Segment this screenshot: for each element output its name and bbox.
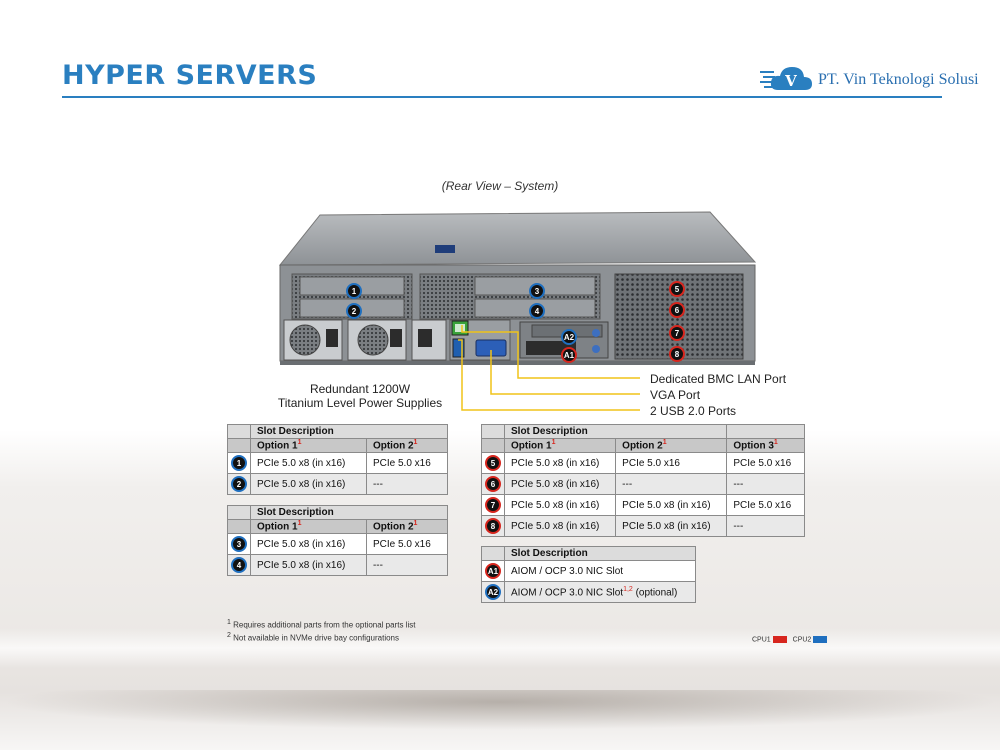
- slot-marker-8: 8: [669, 344, 685, 362]
- slot-table-1-2: Slot Description Option 11 Option 21 1 P…: [227, 424, 449, 495]
- table-row: A2 AIOM / OCP 3.0 NIC Slot1,2 (optional): [481, 581, 696, 603]
- title-underline: [62, 96, 942, 98]
- table-row: 2 PCIe 5.0 x8 (in x16)---: [227, 473, 449, 495]
- table-row: 7 PCIe 5.0 x8 (in x16)PCIe 5.0 x8 (in x1…: [481, 494, 805, 516]
- slot-marker-6: 6: [669, 300, 685, 318]
- slot-marker-1: 1: [346, 281, 362, 299]
- option3-header: Option 31: [726, 438, 805, 453]
- option2-header: Option 21: [365, 438, 449, 453]
- table-row: 1 PCIe 5.0 x8 (in x16)PCIe 5.0 x16: [227, 452, 449, 474]
- slot-marker-a1: A1: [561, 345, 577, 363]
- company-logo: V PT. Vin Teknologi Solusi: [760, 62, 990, 96]
- page-title: HYPER SERVERS: [62, 60, 318, 91]
- table-row: 8 PCIe 5.0 x8 (in x16)PCIe 5.0 x8 (in x1…: [481, 515, 805, 537]
- logo-letter: V: [784, 72, 797, 90]
- slot-table-3-4: Slot Description Option 11 Option 21 3 P…: [227, 505, 449, 576]
- slot-marker-5: 5: [669, 279, 685, 297]
- slot-table-5-8: Slot Description Option 11 Option 21 Opt…: [481, 424, 805, 537]
- legend-cpu2-swatch: [813, 636, 828, 643]
- option1-header: Option 11: [250, 438, 367, 453]
- cpu-legend: CPU1 CPU2: [752, 636, 831, 643]
- table-row: 4 PCIe 5.0 x8 (in x16)---: [227, 554, 449, 576]
- slot-marker-a2: A2: [561, 327, 577, 345]
- table-header: Slot Description: [250, 424, 448, 439]
- table-header: Slot Description: [504, 546, 696, 561]
- option1-header: Option 11: [250, 519, 367, 534]
- figure-caption: (Rear View – System): [441, 179, 559, 193]
- table-row: 6 PCIe 5.0 x8 (in x16)------: [481, 473, 805, 495]
- background-shadow: [0, 690, 1000, 730]
- option1-header: Option 11: [503, 438, 617, 453]
- slot-marker-4: 4: [529, 301, 545, 319]
- background-wave: [0, 628, 1000, 668]
- callout-usb: 2 USB 2.0 Ports: [650, 404, 737, 418]
- company-name: PT. Vin Teknologi Solusi: [818, 71, 979, 88]
- callout-vga: VGA Port: [650, 388, 701, 402]
- psu-label-line2: Titanium Level Power Supplies: [277, 396, 443, 410]
- callout-bmc-lan: Dedicated BMC LAN Port: [650, 372, 787, 386]
- legend-cpu1-swatch: [772, 636, 787, 643]
- psu-label-line1: Redundant 1200W: [309, 382, 411, 396]
- legend-cpu2-label: CPU2: [792, 636, 812, 644]
- table-header: Slot Description: [503, 424, 728, 439]
- option2-header: Option 21: [615, 438, 728, 453]
- table-header: Slot Description: [250, 505, 448, 520]
- server-rear-view-image: [278, 211, 757, 365]
- option2-header: Option 21: [365, 519, 449, 534]
- legend-cpu1-label: CPU1: [752, 636, 771, 644]
- footnote-1: 1 Requires additional parts from the opt…: [227, 619, 416, 630]
- slot-marker-3: 3: [529, 281, 545, 299]
- table-row: A1 AIOM / OCP 3.0 NIC Slot: [481, 560, 696, 582]
- slot-table-aiom: Slot Description A1 AIOM / OCP 3.0 NIC S…: [481, 546, 696, 603]
- table-row: 3 PCIe 5.0 x8 (in x16)PCIe 5.0 x16: [227, 533, 449, 555]
- psu-label: Redundant 1200W Titanium Level Power Sup…: [270, 382, 450, 410]
- slot-marker-7: 7: [669, 323, 685, 341]
- slot-marker-2: 2: [346, 301, 362, 319]
- footnote-2: 2 Not available in NVMe drive bay config…: [227, 632, 399, 643]
- cloud-logo-icon: V: [760, 67, 812, 90]
